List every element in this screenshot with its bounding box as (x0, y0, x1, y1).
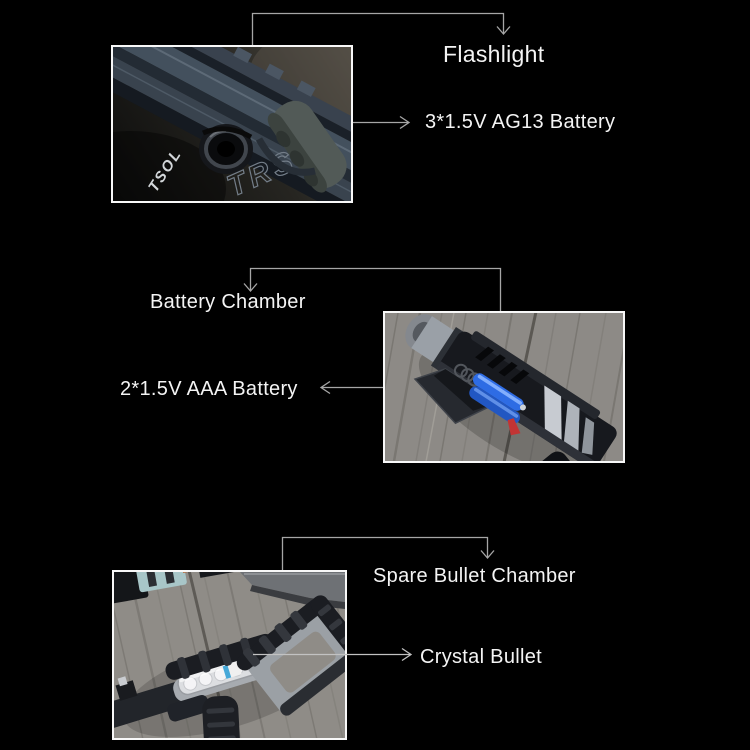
spare-bullet-photo (112, 570, 347, 740)
battery-ribbon (507, 418, 521, 436)
photo1-shadow (113, 131, 226, 201)
front-sight (117, 676, 128, 687)
flashlight-title: Flashlight (443, 41, 545, 67)
flashlight-lens (199, 124, 253, 174)
crystal-bullet-callout: Crystal Bullet (420, 646, 543, 668)
arrow-left-icon (319, 380, 331, 395)
battery-chamber-photo-art (385, 313, 623, 461)
arrow-right-icon (399, 115, 411, 130)
flashlight-photo: TSOL TRS (111, 45, 353, 203)
pistol-grip (202, 695, 241, 738)
aaa-batteries (469, 373, 526, 436)
battery-chamber-photo (383, 311, 625, 463)
arrow-right-icon (401, 647, 413, 662)
spare-bullet-photo-art (114, 572, 345, 738)
battery-chamber-title: Battery Chamber (150, 291, 306, 313)
aaa-arrow-line (319, 380, 383, 395)
trigger-guard (255, 137, 316, 176)
shoulder-stock (236, 595, 345, 716)
lens-cord (202, 126, 253, 140)
toy-gun-with-open-chamber (405, 314, 617, 461)
arrow-down-icon (243, 283, 258, 292)
aaa-battery-callout: 2*1.5V AAA Battery (120, 378, 298, 400)
ag13-arrow-line (353, 115, 411, 130)
flashlight-photo-art: TSOL TRS (113, 47, 351, 201)
background-parts-top-left (114, 572, 248, 604)
trigger-housing (167, 694, 210, 722)
vent-slots (475, 346, 530, 384)
arrow-down-icon (496, 26, 511, 35)
spare-bullet-chamber-title: Spare Bullet Chamber (373, 565, 576, 587)
stock-pad-ribs (243, 610, 308, 667)
ag13-battery-callout: 3*1.5V AG13 Battery (425, 111, 616, 133)
arrow-down-icon (480, 550, 495, 559)
